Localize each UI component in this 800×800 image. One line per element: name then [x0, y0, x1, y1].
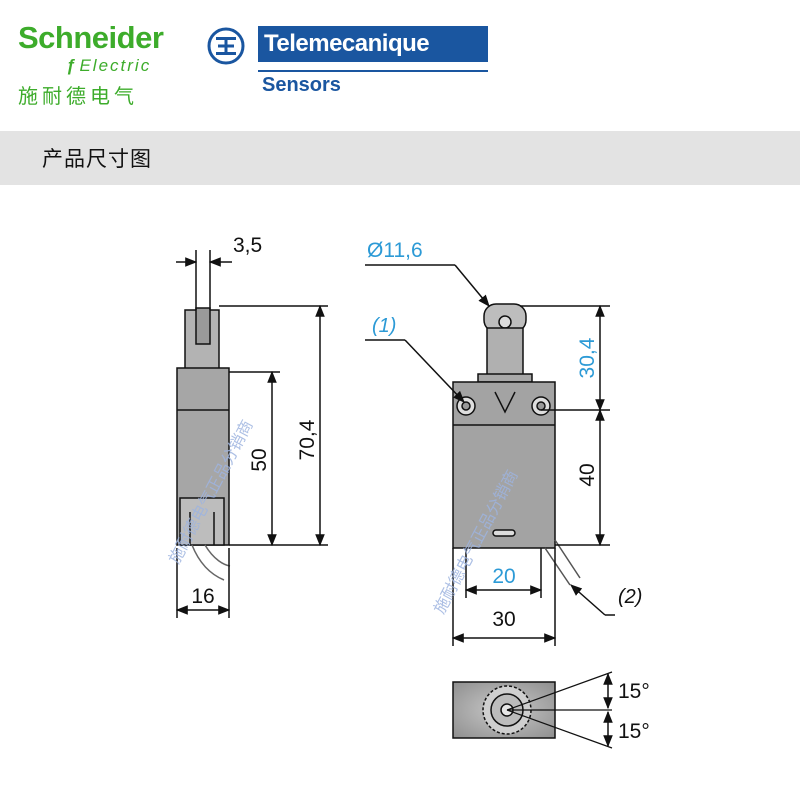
brand-name: Schneider: [18, 20, 164, 55]
dim-side-top: 3,5: [233, 234, 262, 257]
angle-bottom: 15°: [618, 720, 650, 743]
dim-front-hole-spacing: 20: [492, 565, 515, 588]
dim-front-body: 40: [576, 463, 599, 486]
brand-cn: 施耐德电气: [18, 84, 138, 108]
telemecanique-emblem-icon: [207, 27, 245, 65]
dim-side-width: 16: [191, 585, 214, 608]
dim-front-width: 30: [492, 608, 515, 631]
front-view: [365, 264, 615, 646]
dim-side-body: 50: [248, 448, 271, 471]
top-view: [452, 671, 613, 749]
partner-sub: Sensors: [262, 74, 341, 96]
brand-sub-text: Electric: [79, 56, 152, 75]
partner-rule: [258, 70, 488, 72]
electric-mark-icon: ƒ: [66, 56, 78, 75]
section-title: 产品尺寸图: [42, 147, 152, 171]
angle-top: 15°: [618, 680, 650, 703]
partner-name: Telemecanique: [258, 26, 488, 62]
side-view: [175, 250, 328, 618]
dim-side-overall: 70,4: [296, 419, 319, 460]
dim-front-plunger: 30,4: [576, 337, 599, 378]
note-2: (2): [618, 586, 642, 608]
dim-front-roller: Ø11,6: [367, 239, 423, 262]
note-1: (1): [372, 315, 396, 337]
section-band: 产品尺寸图: [0, 131, 800, 185]
